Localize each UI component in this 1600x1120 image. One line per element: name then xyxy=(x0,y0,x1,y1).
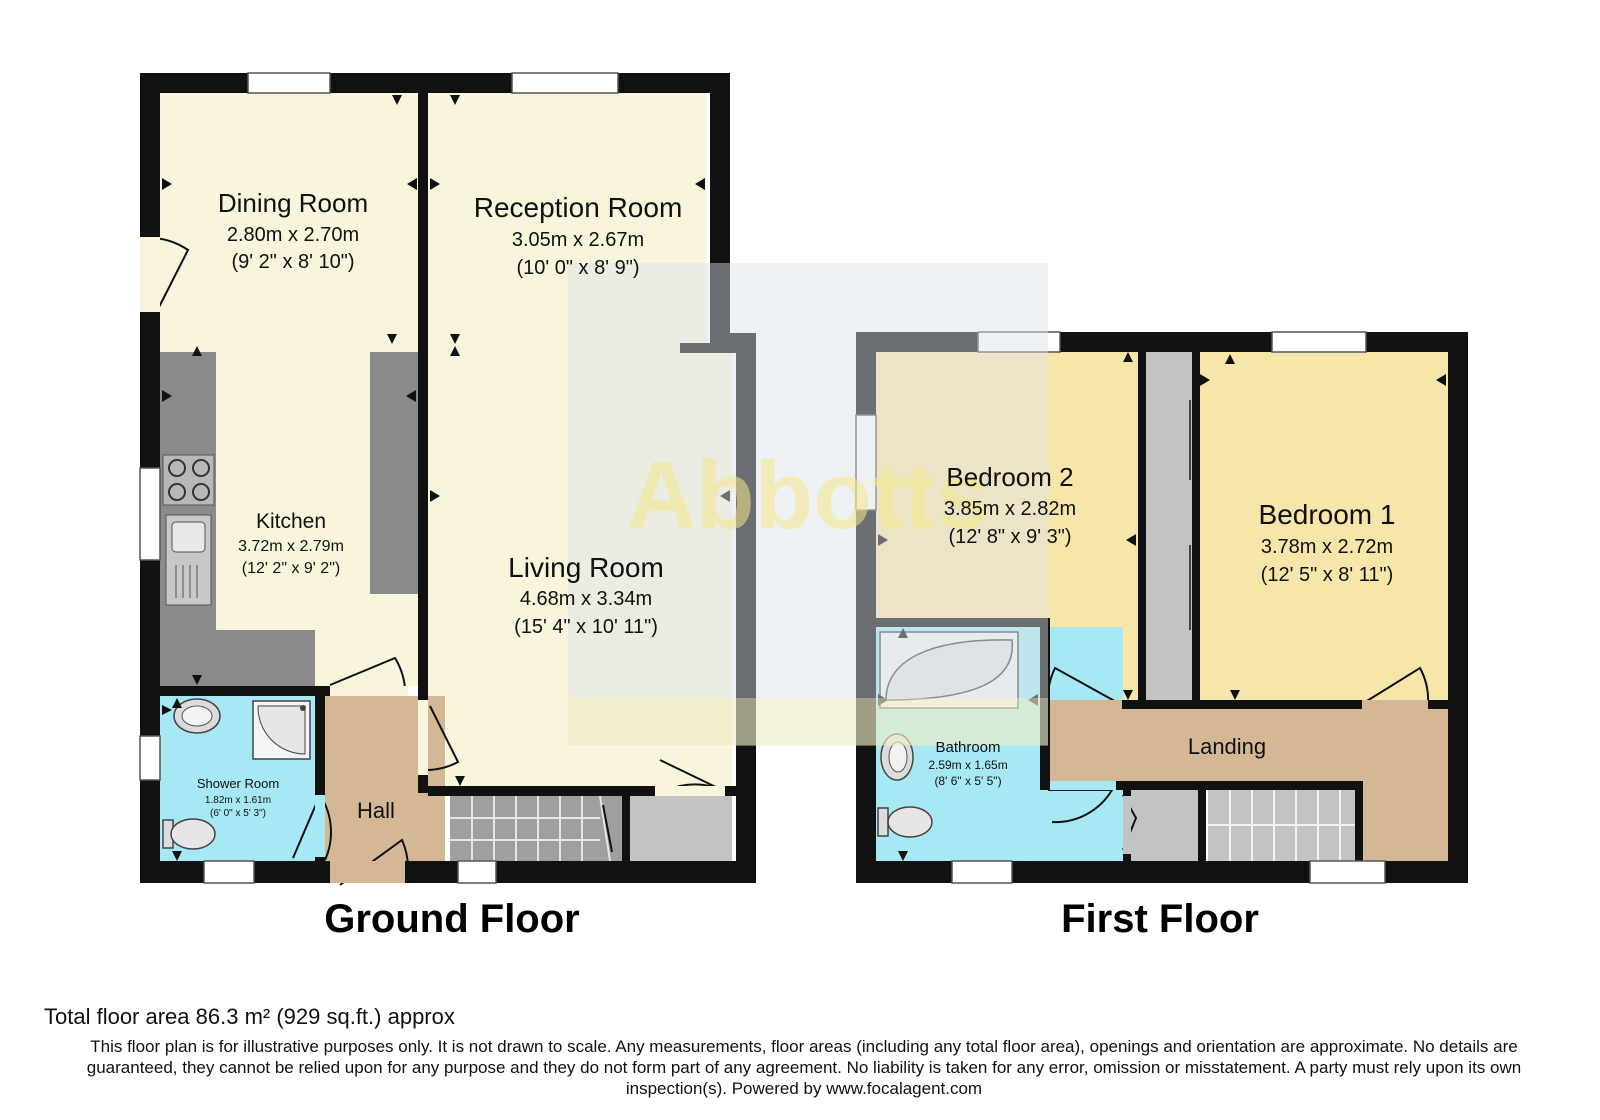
airing-cupboard xyxy=(1123,790,1198,861)
floor-plan: Abbotts Dining Room 2.80m x 2.70m (9' 2"… xyxy=(139,72,1468,941)
disclaimer: This floor plan is for illustrative purp… xyxy=(86,1037,1522,1098)
first-stair-treads xyxy=(1208,790,1363,861)
kitchen-counter-right xyxy=(370,352,418,594)
bedroom-1-name: Bedroom 1 xyxy=(1259,499,1396,530)
hall-name: Hall xyxy=(357,798,395,823)
living-room-name: Living Room xyxy=(508,552,664,583)
basin-icon xyxy=(173,698,221,734)
understairs-cupboard xyxy=(630,796,732,861)
first-floor-plan xyxy=(855,331,1468,884)
bedroom-1-area xyxy=(1198,352,1448,704)
shower-room-name: Shower Room xyxy=(197,776,279,791)
bathroom-metric: 2.59m x 1.65m xyxy=(928,758,1007,772)
total-floor-area: Total floor area 86.3 m² (929 sq.ft.) ap… xyxy=(44,1004,455,1029)
first-room-labels: Bedroom 2 3.85m x 2.82m (12' 8" x 9' 3")… xyxy=(928,462,1395,788)
dining-room-name: Dining Room xyxy=(218,188,368,218)
kitchen-name: Kitchen xyxy=(256,510,326,533)
ground-door-openings xyxy=(140,237,725,796)
bedroom-2-imperial: (12' 8" x 9' 3") xyxy=(949,526,1072,548)
ground-floor-label: Ground Floor xyxy=(324,897,580,941)
ground-room-labels: Dining Room 2.80m x 2.70m (9' 2" x 8' 10… xyxy=(197,188,682,823)
toilet-icon xyxy=(162,818,216,850)
bedroom-1-metric: 3.78m x 2.72m xyxy=(1261,536,1393,558)
landing-name: Landing xyxy=(1188,734,1266,759)
first-dimension-arrows xyxy=(878,352,1446,861)
first-storage-strip xyxy=(1146,352,1192,704)
bath-icon xyxy=(879,631,1019,709)
kitchen-sink-icon xyxy=(165,514,212,606)
bedroom-2-metric: 3.85m x 2.82m xyxy=(944,498,1076,520)
footer: Total floor area 86.3 m² (929 sq.ft.) ap… xyxy=(44,1004,1564,1099)
bathroom-imperial: (8' 6" x 5' 5") xyxy=(934,774,1001,788)
watermark: Abbotts xyxy=(568,263,1048,746)
living-room-area xyxy=(428,343,732,786)
reception-room-metric: 3.05m x 2.67m xyxy=(512,229,644,251)
ground-floor-plan xyxy=(139,72,756,886)
living-room-imperial: (15' 4" x 10' 11") xyxy=(514,616,658,638)
ground-dimension-arrows xyxy=(162,95,730,861)
shower-room-imperial: (6' 0" x 5' 3") xyxy=(210,808,266,819)
kitchen-metric: 3.72m x 2.79m xyxy=(238,538,344,555)
dining-room-metric: 2.80m x 2.70m xyxy=(227,224,359,246)
first-floor-label: First Floor xyxy=(1061,897,1259,941)
reception-room-name: Reception Room xyxy=(474,192,683,223)
living-room-metric: 4.68m x 3.34m xyxy=(520,588,652,610)
shower-door-opening xyxy=(315,795,325,857)
bedroom-1-imperial: (12' 5" x 8' 11") xyxy=(1261,564,1394,586)
bedroom-2-name: Bedroom 2 xyxy=(946,462,1073,492)
reception-room-imperial: (10' 0" x 8' 9") xyxy=(517,257,640,279)
reception-room-area xyxy=(428,93,706,343)
dining-room-area xyxy=(160,93,418,343)
ground-stairs-area xyxy=(450,796,622,861)
kitchen-imperial: (12' 2" x 9' 2") xyxy=(242,560,340,577)
hall-door-opening xyxy=(330,861,405,883)
shower-room-metric: 1.82m x 1.61m xyxy=(205,795,271,806)
shower-tray-icon xyxy=(252,700,311,760)
dining-room-imperial: (9' 2" x 8' 10") xyxy=(232,251,355,273)
hob-icon xyxy=(162,454,215,506)
ground-stair-treads xyxy=(450,795,611,862)
first-windows xyxy=(855,331,1386,884)
bathroom-toilet-icon xyxy=(877,806,933,838)
bathroom-basin-icon xyxy=(880,733,914,781)
watermark-logo: Abbotts xyxy=(627,442,990,549)
landing-corridor xyxy=(1040,709,1448,781)
ground-windows xyxy=(139,72,619,884)
first-door-openings xyxy=(1050,700,1428,854)
bathroom-name: Bathroom xyxy=(935,739,1000,756)
bathroom-landing-wall xyxy=(1040,709,1050,781)
